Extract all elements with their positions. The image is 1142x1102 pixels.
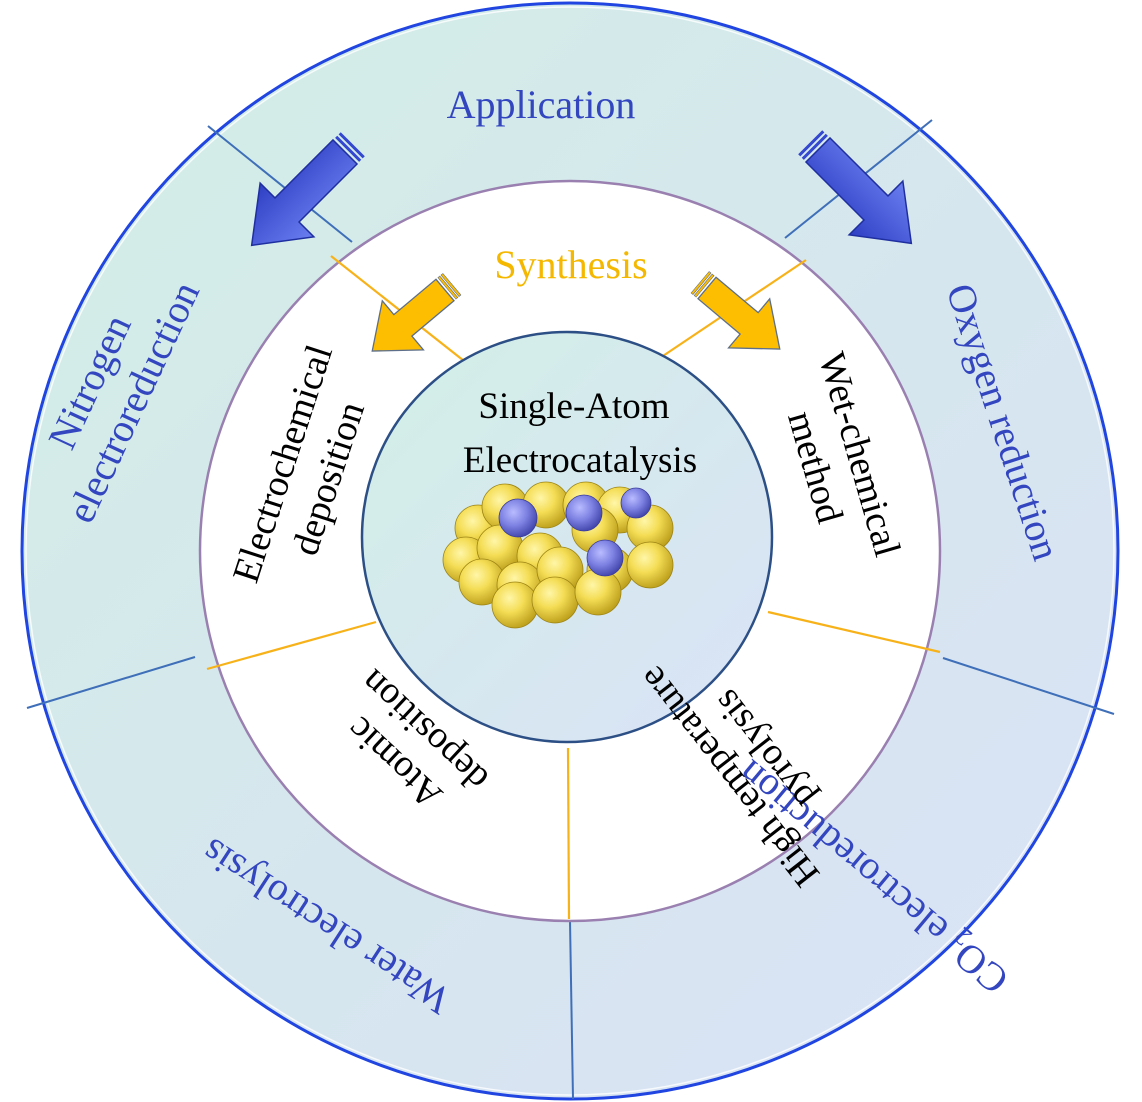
single-atom: [586, 539, 624, 577]
outer-ring-highlight: [25, 6, 1115, 1096]
core-circle: [360, 330, 774, 744]
synthesis-divider-bottom: [566, 747, 571, 920]
gold-atom: [491, 581, 539, 629]
single-atom: [565, 494, 603, 532]
single-atom: [498, 498, 538, 538]
application-title: Application: [447, 82, 636, 127]
core-title-line-2: Electrocatalysis: [463, 440, 697, 481]
core-title-line-1: Single-Atom: [478, 386, 669, 427]
synthesis-arrow-right: [690, 271, 781, 350]
divider-right: [942, 657, 1115, 715]
gold-atom: [626, 541, 674, 589]
divider-left: [26, 656, 196, 709]
divider-bottom: [569, 920, 574, 1100]
single-atom-cluster-illustration: [442, 481, 674, 629]
single-atom: [620, 487, 652, 519]
application-arrow-left: [250, 132, 365, 247]
synthesis-divider-left: [206, 620, 377, 671]
synthesis-arrow-left: [371, 273, 462, 352]
divider-top-left: [207, 125, 353, 243]
synthesis-divider-right: [767, 610, 941, 654]
synthesis-title: Synthesis: [494, 242, 647, 287]
gold-atom: [531, 576, 579, 624]
gold-atom: [574, 568, 622, 616]
application-arrow-right: [798, 130, 913, 245]
